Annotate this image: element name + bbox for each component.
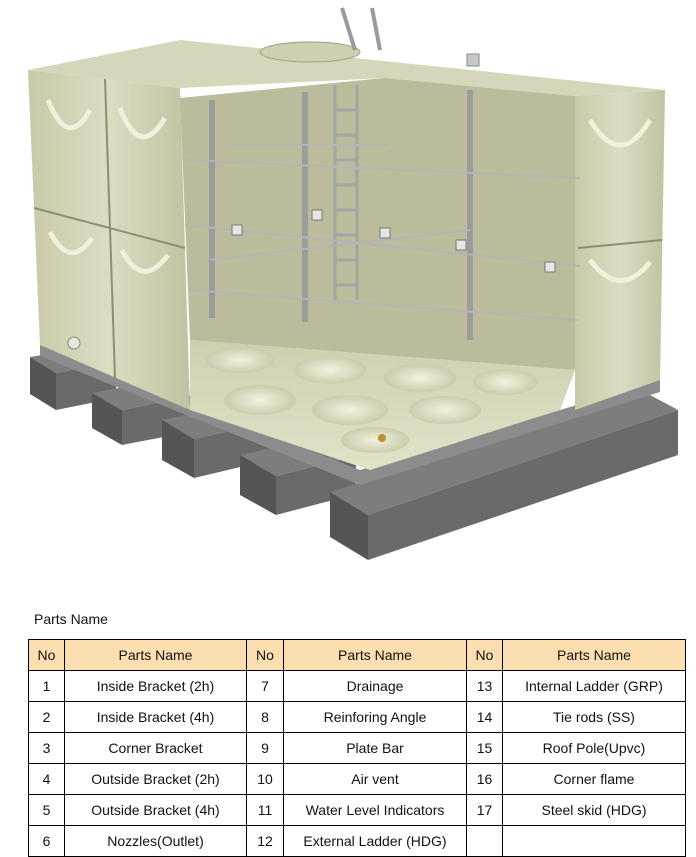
part-name: Water Level Indicators (283, 794, 467, 826)
tank-illustration (28, 7, 678, 560)
part-number: 5 (28, 794, 65, 826)
table-row: 1 Inside Bracket (2h) 7 Drainage 13 Inte… (28, 670, 686, 702)
header-parts-name: Parts Name (502, 639, 686, 671)
part-number: 3 (28, 732, 65, 764)
inside-brackets (231, 209, 556, 273)
table-row: 3 Corner Bracket 9 Plate Bar 15 Roof Pol… (28, 732, 686, 764)
part-number: 2 (28, 701, 65, 733)
part-name: External Ladder (HDG) (283, 825, 467, 857)
left-outer-wall (28, 70, 190, 410)
part-name: Corner flame (502, 763, 686, 795)
part-number: 13 (466, 670, 503, 702)
tie-rods (184, 144, 581, 321)
part-number: 1 (28, 670, 65, 702)
parts-caption: Parts Name (34, 611, 108, 627)
table-row: 4 Outside Bracket (2h) 10 Air vent 16 Co… (28, 763, 686, 795)
tank-roof (28, 40, 665, 96)
part-number: 16 (466, 763, 503, 795)
part-number: 4 (28, 763, 65, 795)
skid-block (330, 395, 678, 560)
part-name: Tie rods (SS) (502, 701, 686, 733)
part-number: 8 (246, 701, 284, 733)
header-no: No (246, 639, 284, 671)
header-parts-name: Parts Name (283, 639, 467, 671)
floor-dimples (206, 347, 537, 453)
drainage-outlet (378, 434, 386, 442)
header-parts-name: Parts Name (64, 639, 247, 671)
part-name: Inside Bracket (2h) (64, 670, 247, 702)
internal-ladder (333, 85, 359, 300)
part-name (502, 825, 686, 857)
part-number: 6 (28, 825, 65, 857)
part-name: Outside Bracket (2h) (64, 763, 247, 795)
part-number: 7 (246, 670, 284, 702)
parts-table: No Parts Name No Parts Name No Parts Nam… (28, 639, 686, 857)
part-name: Nozzles(Outlet) (64, 825, 247, 857)
table-row: 5 Outside Bracket (4h) 11 Water Level In… (28, 794, 686, 826)
right-wall-joint (577, 239, 663, 249)
external-ladder-rails (340, 7, 382, 51)
part-name: Drainage (283, 670, 467, 702)
part-name: Corner Bracket (64, 732, 247, 764)
part-name: Roof Pole(Upvc) (502, 732, 686, 764)
outlet-nozzle (67, 336, 81, 350)
table-header-row: No Parts Name No Parts Name No Parts Nam… (28, 639, 686, 671)
part-number: 9 (246, 732, 284, 764)
part-number: 15 (466, 732, 503, 764)
part-number (466, 825, 503, 857)
part-name: Steel skid (HDG) (502, 794, 686, 826)
left-wall-panel-joints (33, 78, 186, 379)
part-number: 14 (466, 701, 503, 733)
header-no: No (28, 639, 65, 671)
part-name: Outside Bracket (4h) (64, 794, 247, 826)
table-row: 6 Nozzles(Outlet) 12 External Ladder (HD… (28, 825, 686, 857)
table-row: 2 Inside Bracket (4h) 8 Reinforing Angle… (28, 701, 686, 733)
part-number: 11 (246, 794, 284, 826)
part-number: 12 (246, 825, 284, 857)
back-wall (180, 78, 575, 370)
air-vent (466, 53, 480, 67)
manhole (259, 41, 361, 63)
right-wall-curves (587, 118, 653, 283)
part-name: Inside Bracket (4h) (64, 701, 247, 733)
part-number: 10 (246, 763, 284, 795)
roof-poles (209, 90, 473, 340)
part-name: Reinforing Angle (283, 701, 467, 733)
part-name: Plate Bar (283, 732, 467, 764)
part-name: Internal Ladder (GRP) (502, 670, 686, 702)
part-name: Air vent (283, 763, 467, 795)
left-wall-curves (45, 99, 171, 274)
part-number: 17 (466, 794, 503, 826)
right-outer-wall (575, 90, 665, 410)
header-no: No (466, 639, 503, 671)
